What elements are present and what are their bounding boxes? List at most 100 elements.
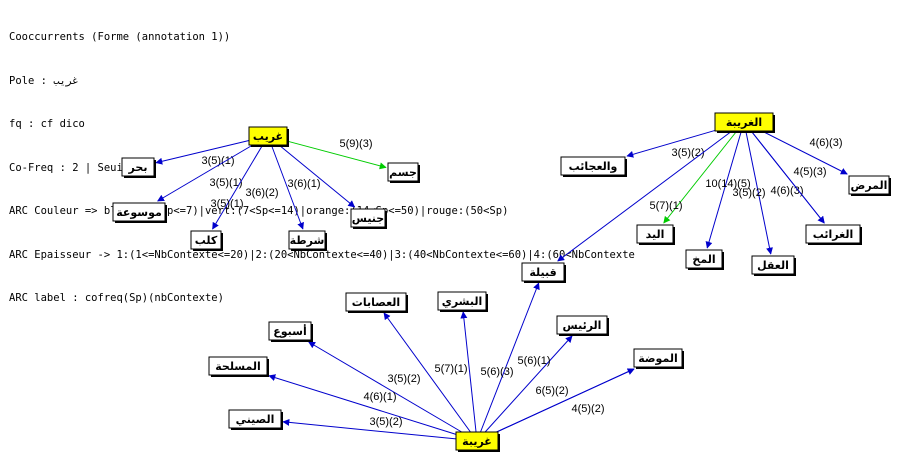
header-line-arc-thickness: ARC Epaisseur -> 1:(1<=NbContexte<=20)|2… (9, 248, 635, 261)
node-sini: الصيني (228, 409, 283, 430)
node-box (208, 356, 268, 376)
edge-g1-mawsua (157, 144, 253, 202)
edge-label-g1-jins: 3(6)(1) (287, 178, 320, 190)
node-jism: جسم (387, 162, 420, 183)
node-label: والعجائب (569, 160, 618, 173)
node-label: بحر (128, 161, 148, 174)
edge-label-g1-kalb: 3(5)(1) (210, 198, 243, 210)
node-box (556, 315, 608, 335)
node-box (228, 409, 282, 429)
node-bahr: بحر (121, 157, 156, 178)
node-yad: اليد (636, 224, 675, 245)
node-label: شرطة (290, 234, 325, 247)
node-box (805, 224, 861, 244)
edge-label-g2-yad: 5(7)(1) (649, 200, 682, 212)
edge-g3-isabat (383, 312, 471, 433)
node-box (288, 230, 326, 250)
edge-g3-sini (282, 418, 457, 440)
edge-label-g1-jism: 5(9)(3) (339, 138, 372, 150)
edge-g2-ajaib (626, 129, 716, 158)
node-label: كلب (195, 234, 218, 247)
node-label: المرض (851, 179, 888, 192)
node-label: موسوعة (116, 206, 162, 219)
edge-label-g2-gharaib: 4(5)(3) (793, 166, 826, 178)
node-label: الموضة (638, 352, 677, 365)
node-label: الرئيس (563, 319, 602, 332)
node-gharaib: الغرائب (805, 224, 862, 245)
edge-label-g3-mawda: 6(5)(2) (535, 385, 568, 397)
node-ajaib: والعجائب (560, 156, 627, 177)
header-line-fq: fq : cf dico (9, 118, 85, 130)
edge-label-g1-mawsua: 3(5)(1) (209, 177, 242, 189)
node-box (345, 292, 407, 312)
edge-label-g3-sini: 3(5)(2) (369, 416, 402, 428)
edge-label-g1-shurta: 3(6)(2) (245, 187, 278, 199)
node-box (248, 126, 288, 146)
node-label: جسم (389, 166, 417, 179)
edge-label-g2-gharaib: 4(6)(3) (770, 185, 803, 197)
node-kalb: كلب (190, 230, 223, 251)
node-box (636, 224, 674, 244)
edge-label-g3-rais: 5(6)(1) (517, 355, 550, 367)
node-label: الغرائب (813, 228, 854, 241)
edge-g2-mukh (705, 130, 742, 249)
node-box (848, 175, 890, 195)
node-box (633, 348, 683, 368)
node-label: العقل (757, 259, 789, 272)
node-label: العصابات (352, 296, 400, 309)
edge-label-g2-mukh: 10(14)(5) (705, 178, 750, 190)
edge-label-g3-bashari: 5(7)(1) (434, 363, 467, 375)
node-qabila: قبيلة (521, 262, 566, 283)
edge-g2-yad (663, 130, 738, 224)
node-box (560, 156, 626, 176)
node-mukh: المخ (685, 249, 724, 270)
node-label: قبيلة (529, 266, 556, 279)
pole-node-g3: غريبة (455, 431, 500, 452)
edge-g1-jins (278, 144, 356, 208)
node-box (387, 162, 419, 182)
node-usbu: أسبوع (268, 321, 313, 342)
node-mawda: الموضة (633, 348, 684, 369)
node-label: الغريبة (726, 116, 762, 129)
edges-layer: 3(5)(1)3(5)(1)3(5)(1)3(6)(2)3(6)(1)5(9)(… (155, 129, 848, 440)
node-aql: العقل (751, 255, 796, 276)
pole-node-g2: الغريبة (714, 112, 775, 133)
edge-g1-jism (286, 140, 387, 170)
node-marad: المرض (848, 175, 891, 196)
node-box (521, 262, 565, 282)
node-label: غريب (253, 130, 283, 143)
node-box (455, 431, 499, 451)
header-line-pole: Pole : غريب (9, 74, 79, 87)
node-mawsua: موسوعة (112, 202, 167, 223)
node-box (112, 202, 166, 222)
edge-label-g2-marad: 4(6)(3) (809, 137, 842, 149)
node-box (268, 321, 312, 341)
edge-g1-kalb (212, 144, 264, 230)
node-box (714, 112, 774, 132)
node-box (751, 255, 795, 275)
edge-label-g1-bahr: 3(5)(1) (201, 155, 234, 167)
edge-g3-mawda (496, 368, 635, 433)
edge-label-g2-ajaib: 3(5)(2) (671, 147, 704, 159)
edge-label-g3-isabat: 3(5)(2) (387, 373, 420, 385)
node-box (121, 157, 155, 177)
edge-g2-qabila (557, 130, 733, 262)
edge-label-g3-usbu: 4(6)(1) (363, 391, 396, 403)
node-box (190, 230, 222, 250)
node-label: المخ (692, 253, 715, 266)
edge-label-g2-aql: 3(5)(2) (732, 187, 765, 199)
edge-g3-bashari (460, 311, 477, 433)
node-isabat: العصابات (345, 292, 408, 313)
edge-label-g3-mawda: 4(5)(2) (571, 403, 604, 415)
node-box (437, 291, 487, 311)
edge-g3-usbu (308, 341, 462, 433)
node-box (685, 249, 723, 269)
node-musallaha: المسلحة (208, 356, 269, 377)
header-line-title: Cooccurrents (Forme (annotation 1)) (9, 31, 231, 43)
edge-label-g3-qabila: 5(6)(3) (480, 366, 513, 378)
node-label: غريبة (462, 435, 492, 448)
edge-g2-marad (761, 130, 848, 175)
edge-g1-shurta (270, 144, 304, 230)
